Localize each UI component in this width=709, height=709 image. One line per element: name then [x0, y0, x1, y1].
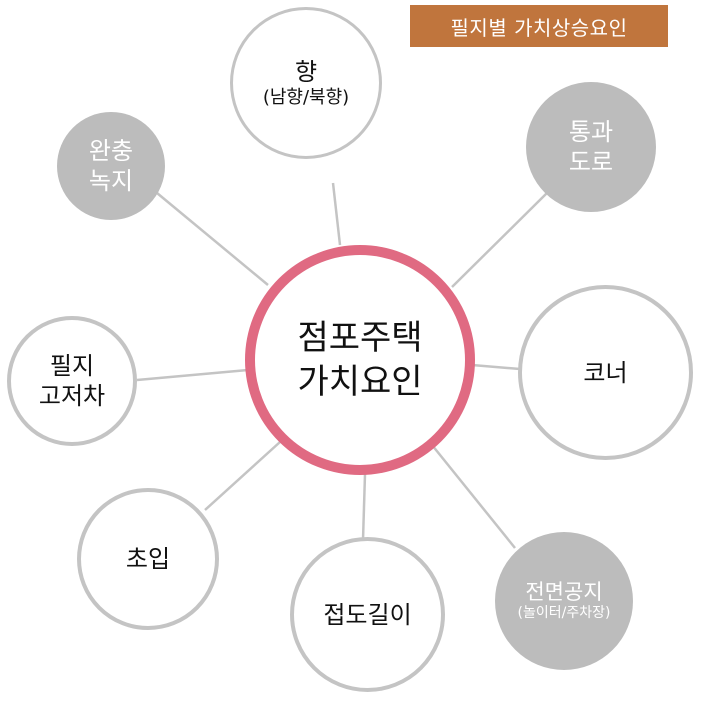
node-direction: 향 (남향/북향): [230, 7, 382, 159]
connector-direction: [331, 182, 342, 246]
node-elevation-line2: 고저차: [38, 382, 106, 410]
node-corner-label: 코너: [583, 358, 628, 387]
center-node: 점포주택 가치요인: [245, 245, 475, 475]
node-thru-road-line2: 도로: [568, 148, 614, 176]
node-entrance: 초입: [77, 488, 219, 630]
connector-corner: [471, 363, 521, 371]
connector-front-space: [431, 444, 516, 549]
node-thru-road-line1: 통과: [568, 118, 614, 146]
node-front-space: 전면공지 (놀이터/주차장): [495, 532, 633, 670]
node-buffer-line1: 완충: [88, 137, 134, 165]
node-thru-road: 통과 도로: [526, 82, 656, 212]
node-entrance-label: 초입: [125, 545, 171, 573]
node-road-length: 접도길이: [290, 537, 445, 692]
connector-road-length: [361, 473, 367, 541]
connector-entrance: [204, 441, 281, 511]
node-front-space-sub: (놀이터/주차장): [517, 605, 611, 622]
node-front-space-label: 전면공지: [525, 580, 603, 605]
center-line1: 점포주택: [297, 317, 423, 358]
center-line2: 가치요인: [297, 362, 423, 402]
node-buffer: 완충 녹지: [57, 112, 165, 220]
node-elevation: 필지 고저차: [7, 316, 137, 446]
node-elevation-line1: 필지: [49, 352, 95, 380]
node-direction-label: 향: [294, 57, 318, 86]
node-direction-sub: (남향/북향): [262, 86, 350, 108]
header-badge: 필지별 가치상승요인: [410, 5, 668, 47]
connector-thru-road: [451, 189, 551, 288]
connector-elevation: [136, 368, 249, 382]
connector-buffer: [156, 192, 269, 286]
node-buffer-line2: 녹지: [88, 167, 134, 195]
header-title: 필지별 가치상승요인: [450, 15, 628, 40]
node-road-length-label: 접도길이: [323, 600, 412, 629]
node-corner: 코너: [518, 285, 693, 460]
